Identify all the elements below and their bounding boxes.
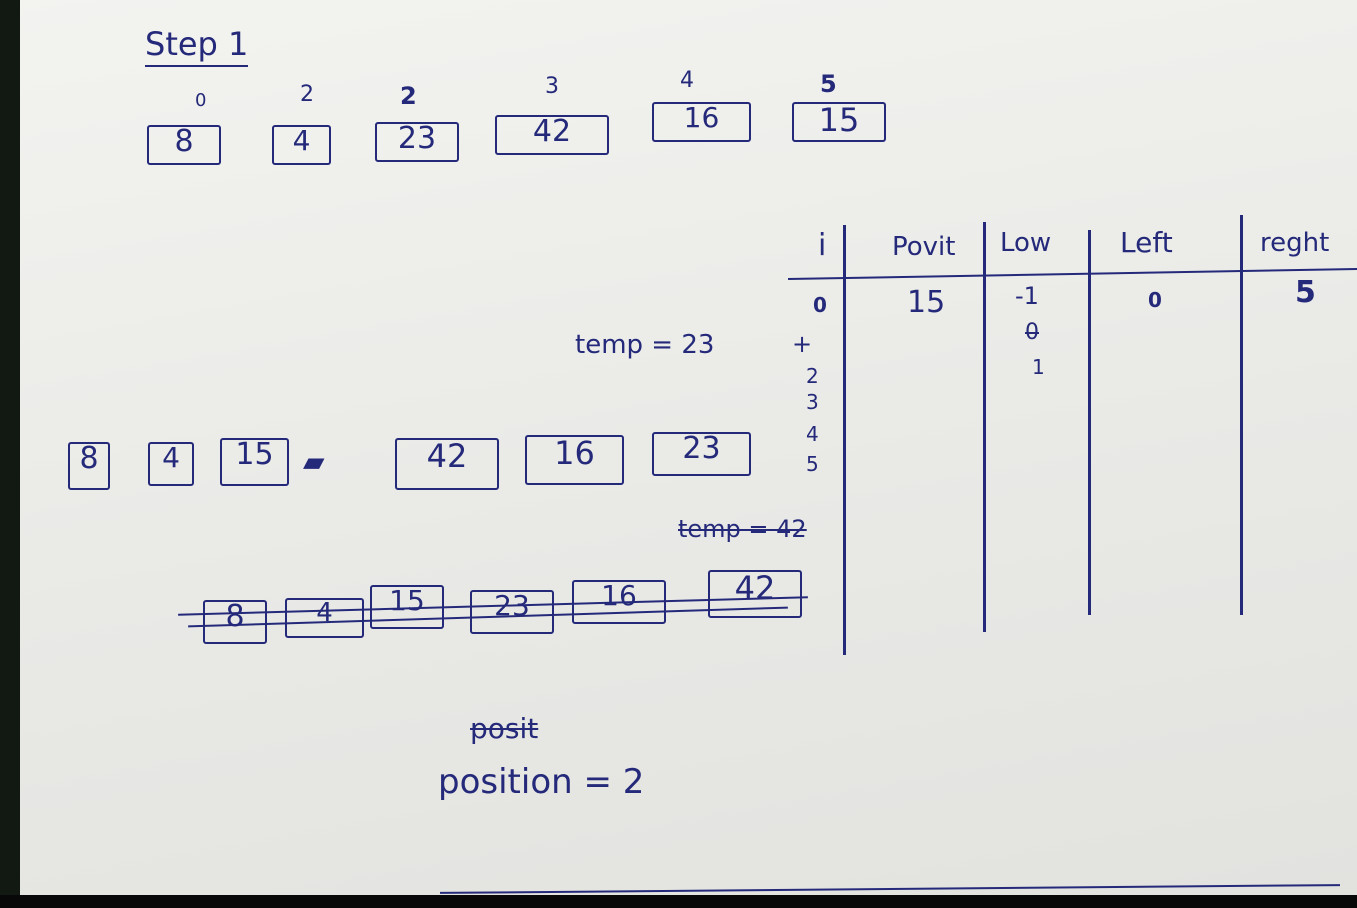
- table-header-pivot: Povit: [892, 232, 956, 262]
- bottom-array-cell: 23: [470, 590, 554, 634]
- table-low-value: 1: [1032, 355, 1045, 379]
- table-pivot-value: 15: [907, 285, 946, 320]
- middle-array-cell: 16: [525, 435, 624, 485]
- middle-array-cell: 8: [68, 442, 110, 490]
- top-index: 2: [400, 82, 417, 110]
- table-header-line: [788, 268, 1357, 280]
- table-header-left: Left: [1120, 226, 1173, 259]
- top-index: 4: [680, 68, 694, 93]
- top-array-cell: 8: [147, 125, 221, 165]
- paper-sheet: Step 1 0 2 2 3 4 5 8 4 23 42 16 15 temp …: [20, 0, 1357, 895]
- top-index: 3: [545, 74, 559, 99]
- top-index: 0: [195, 90, 207, 111]
- bottom-array-cell: 4: [285, 598, 364, 638]
- bottom-array-cell: 8: [203, 600, 267, 644]
- temp-23-label: temp = 23: [575, 330, 715, 360]
- table-col-line: [983, 222, 986, 632]
- table-col-line: [1088, 230, 1091, 615]
- bottom-dark-strip: [0, 895, 1357, 908]
- temp-42-label: temp = 42: [678, 515, 807, 543]
- table-header-i: i: [818, 228, 827, 263]
- counter-4: 5: [806, 452, 819, 476]
- counter-0: +: [792, 330, 813, 358]
- top-array-cell: 16: [652, 102, 751, 142]
- scribble-mark: ▰: [303, 445, 325, 478]
- middle-array-cell: 23: [652, 432, 751, 476]
- table-i-value: 0: [813, 293, 827, 317]
- top-index: 5: [820, 70, 837, 98]
- table-low-value: 0: [1025, 320, 1039, 345]
- top-array-cell: 42: [495, 115, 609, 155]
- table-left-value: 0: [1148, 288, 1162, 312]
- table-right-value: 5: [1295, 275, 1316, 310]
- table-col-line: [1240, 215, 1243, 615]
- position-label: position = 2: [438, 762, 645, 802]
- table-col-line: [843, 225, 846, 655]
- counter-1: 2: [806, 364, 819, 388]
- top-array-cell: 23: [375, 122, 459, 162]
- table-header-low: Low: [1000, 228, 1052, 258]
- paper-ruled-line: [440, 884, 1340, 894]
- middle-array-cell: 15: [220, 438, 289, 486]
- top-array-cell: 15: [792, 102, 886, 142]
- counter-2: 3: [806, 390, 819, 414]
- posit-struck-label: posit: [470, 712, 539, 745]
- step-title: Step 1: [145, 25, 249, 67]
- top-array-cell: 4: [272, 125, 331, 165]
- middle-array-cell: 4: [148, 442, 194, 486]
- middle-array-cell: 42: [395, 438, 499, 490]
- bottom-array-cell: 15: [370, 585, 444, 629]
- table-low-value: -1: [1015, 282, 1039, 310]
- table-header-right: reght: [1260, 228, 1330, 258]
- top-index: 2: [300, 82, 314, 107]
- counter-3: 4: [806, 422, 819, 446]
- bottom-array-cell: 42: [708, 570, 802, 618]
